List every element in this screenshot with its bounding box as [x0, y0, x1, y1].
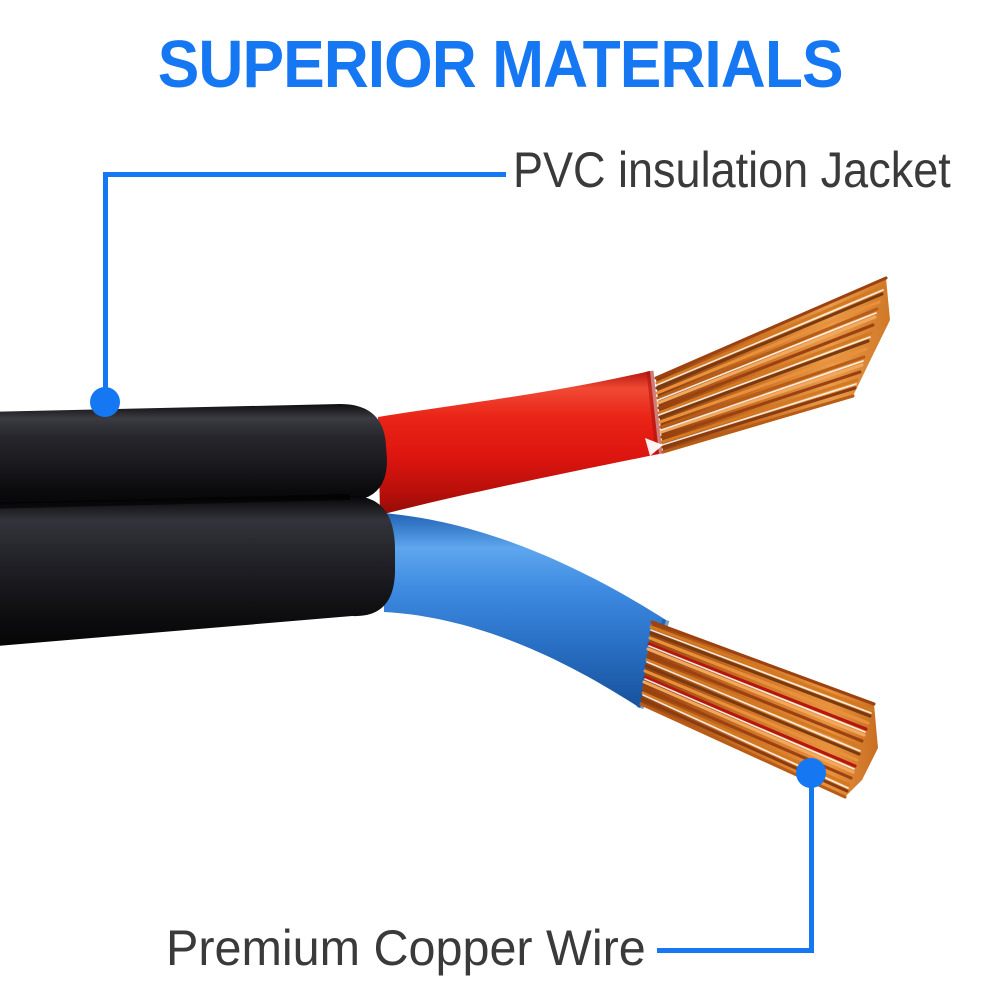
copper-callout-label: Premium Copper Wire [166, 920, 646, 976]
copper-callout-line-vertical [809, 772, 814, 953]
jacket-callout-line-vertical [103, 172, 108, 392]
page-title: SUPERIOR MATERIALS [0, 26, 1000, 103]
jacket-callout-line-horizontal [103, 172, 506, 177]
copper-callout-line-horizontal [657, 948, 814, 953]
blue-copper-strands [639, 620, 878, 799]
copper-callout-dot [796, 758, 826, 788]
page-title-text: SUPERIOR MATERIALS [157, 27, 844, 102]
black-jacket [0, 404, 395, 646]
jacket-callout-dot [90, 387, 120, 417]
red-copper-strands [654, 276, 890, 454]
red-wire [378, 370, 663, 515]
blue-wire [382, 513, 670, 709]
jacket-callout-label: PVC insulation Jacket [513, 142, 951, 198]
